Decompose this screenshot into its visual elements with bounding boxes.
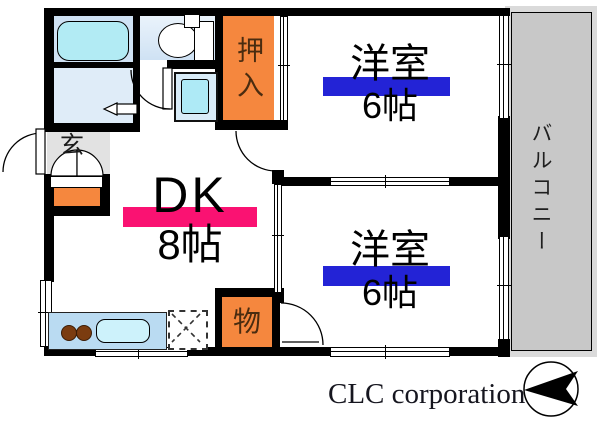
wall-bath-toilet xyxy=(133,8,140,132)
toilet xyxy=(158,23,198,58)
wall-entrance-bottom xyxy=(44,206,110,216)
wall-above-washer xyxy=(167,60,223,69)
entrance-step xyxy=(50,176,103,188)
wall-storage-left xyxy=(215,288,222,347)
wall-storage-right xyxy=(272,297,280,347)
room-label-western-bottom: 洋室 xyxy=(350,228,430,272)
wall-bottom-right xyxy=(450,347,510,356)
closet-fill xyxy=(222,16,274,120)
balcony-floor xyxy=(511,12,592,351)
entrance-door-leaf xyxy=(35,128,46,175)
toilet-tank xyxy=(194,21,214,61)
storage-fill xyxy=(222,297,272,347)
entrance-door-arc xyxy=(2,132,43,173)
wall-closet-bottom xyxy=(215,120,288,130)
shoe-cabinet xyxy=(52,186,102,208)
stove-burner-left xyxy=(61,325,77,341)
wall-storage-top xyxy=(215,288,284,297)
room-label-western-top: 洋室 xyxy=(350,42,430,86)
wall-doorway-post xyxy=(272,170,284,184)
room-size-western-bottom: 6帖 xyxy=(361,272,419,313)
kitchen-sink xyxy=(96,319,150,343)
compass-circle xyxy=(523,361,579,417)
room-label-entrance: 玄 xyxy=(60,132,84,159)
wall-right-bottom xyxy=(498,339,510,357)
wall-tub-washroom xyxy=(53,62,133,68)
wall-left-upper xyxy=(44,8,54,129)
toilet-cistern xyxy=(184,14,200,28)
sliding-door-closet xyxy=(278,16,290,121)
sliding-door-balcony-top xyxy=(497,15,511,119)
company-name: CLC corporation xyxy=(328,378,526,410)
refrigerator-space xyxy=(168,310,208,350)
room-label-closet: 押入 xyxy=(233,36,263,106)
sliding-door-dk-room xyxy=(272,184,284,293)
room-label-storage: 物 xyxy=(232,306,261,337)
wall-bottom-left xyxy=(44,347,95,356)
washing-machine xyxy=(181,79,209,114)
wall-left-lower xyxy=(44,174,54,282)
room-size-dk: 8帖 xyxy=(157,221,223,268)
wall-entrance-post xyxy=(100,174,110,208)
wall-top xyxy=(44,8,510,16)
bottom-room-highlight-bar xyxy=(323,266,450,286)
compass-north-icon xyxy=(524,371,578,406)
bottom-room-door-arc xyxy=(280,302,324,346)
wall-between-rooms-left xyxy=(278,177,330,186)
top-room-highlight-bar xyxy=(323,77,450,96)
wall-below-washroom xyxy=(44,123,140,132)
stove-burner-right xyxy=(76,325,92,341)
wall-closet-left xyxy=(215,8,223,130)
wall-between-rooms-right xyxy=(450,177,510,186)
bathtub xyxy=(57,21,129,61)
toilet-door-leaf xyxy=(162,67,173,110)
room-label-balcony: バルコニー xyxy=(529,122,552,257)
sliding-door-balcony-bottom xyxy=(497,236,511,340)
dk-highlight-bar xyxy=(123,207,257,227)
top-room-door-arc xyxy=(235,130,277,172)
room-label-dk: DK xyxy=(152,167,228,223)
washroom-floor xyxy=(53,68,133,123)
window-bottom-room xyxy=(330,345,450,359)
sliding-door-between-rooms xyxy=(330,175,450,188)
wall-bottom-mid xyxy=(188,347,330,356)
room-size-western-top: 6帖 xyxy=(361,85,419,126)
